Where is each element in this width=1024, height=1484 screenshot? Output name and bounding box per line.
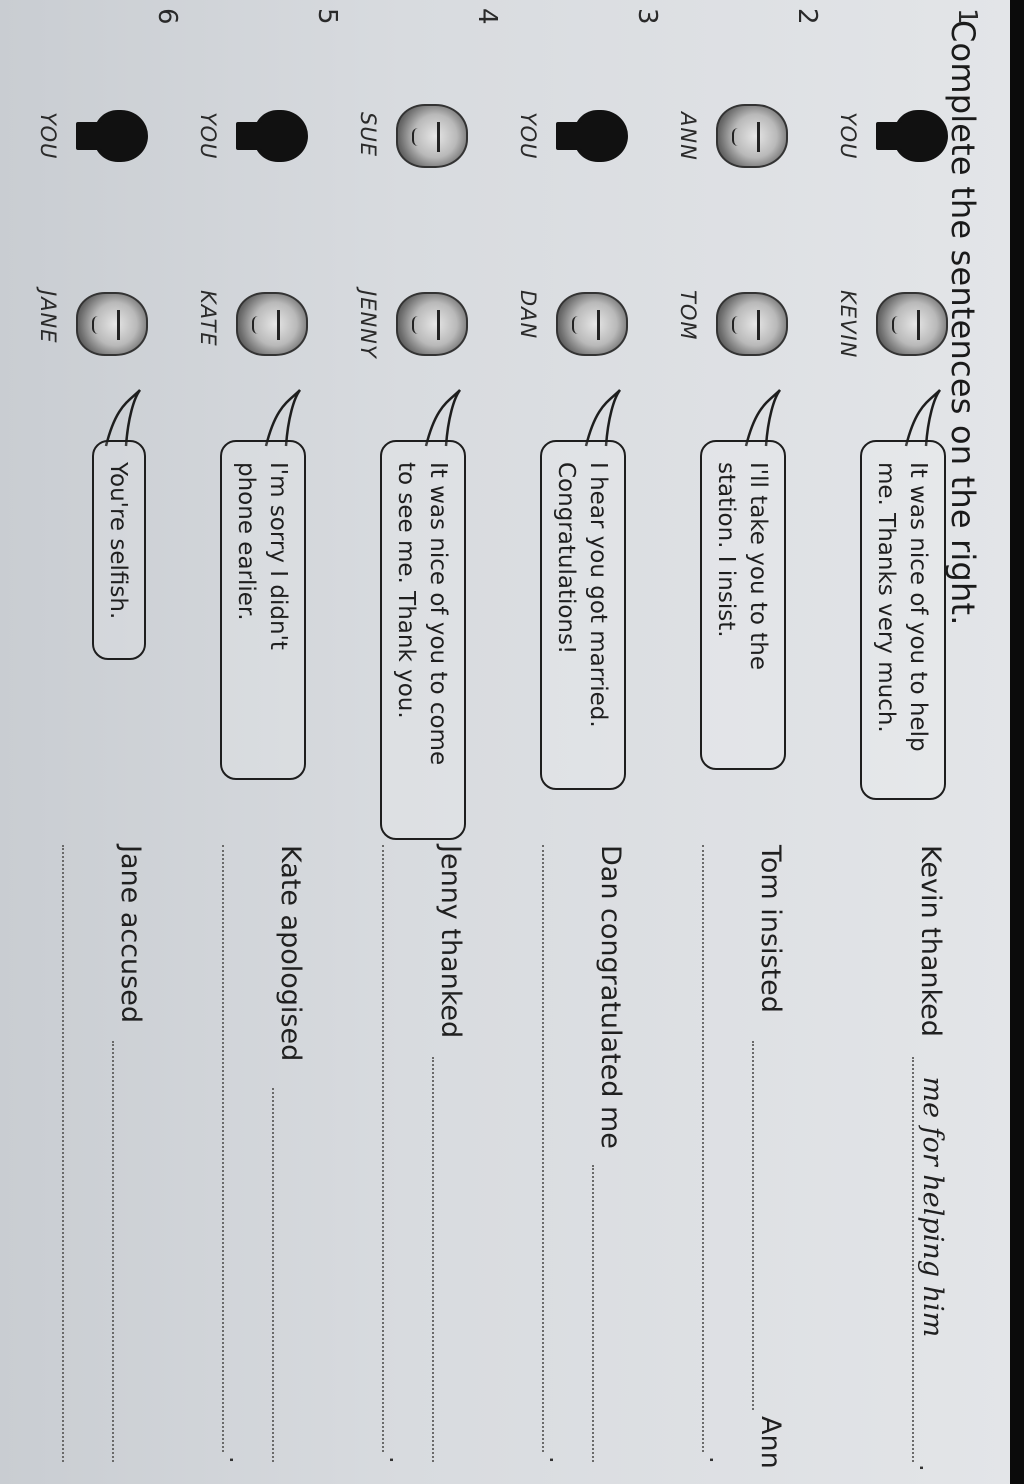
item-number: 6 — [152, 8, 182, 25]
line-period: . — [544, 1456, 572, 1464]
filled-answer: me for helping him — [917, 1076, 948, 1338]
left-speaker-name: YOU — [516, 112, 540, 160]
sentence-stem: Tom insisted — [755, 845, 786, 1013]
answer-line-blank — [752, 1041, 754, 1410]
sentence-stem: Dan congratulated me — [595, 845, 626, 1149]
speech-bubble-line: I'm sorry I didn't — [265, 462, 291, 650]
silhouette-icon — [556, 104, 628, 168]
speech-bubble-line: I'll take you to the — [745, 462, 771, 670]
speech-bubble-tail — [256, 388, 302, 448]
exercise-instruction: Complete the sentences on the right. — [944, 20, 982, 626]
speech-bubble-tail — [576, 388, 622, 448]
right-speaker-name: JANE — [36, 290, 60, 344]
speech-bubble: I hear you got married.Congratulations! — [540, 440, 626, 790]
speech-bubble-line: to see me. Thank you. — [393, 462, 419, 719]
answer-line-blank — [382, 845, 384, 1452]
item-number: 1 — [952, 8, 982, 25]
sentence-stem: Kevin thanked — [915, 845, 946, 1037]
answer-line-blank — [702, 845, 704, 1452]
speech-bubble-tail — [736, 388, 782, 448]
speech-bubble-line: Congratulations! — [553, 462, 579, 655]
sentence-object: Ann — [755, 1416, 786, 1469]
speech-bubble-tail — [96, 388, 142, 448]
sentence-stem: Jenny thanked — [435, 845, 466, 1039]
line-period: . — [914, 1464, 942, 1472]
answer-line-blank — [62, 845, 64, 1462]
silhouette-icon — [876, 104, 948, 168]
answer-line-blank — [272, 1087, 274, 1462]
speech-bubble-line: It was nice of you to come — [425, 462, 451, 766]
answer-line-blank — [222, 845, 224, 1452]
speech-bubble-tail — [896, 388, 942, 448]
left-speaker-name: ANN — [676, 112, 700, 161]
item-number: 4 — [472, 8, 502, 25]
speech-bubble-line: I hear you got married. — [585, 462, 611, 728]
speech-bubble-line: You're selfish. — [105, 462, 131, 620]
person-face-icon — [716, 104, 788, 168]
answer-line-blank — [112, 1041, 114, 1462]
person-face-icon — [396, 292, 468, 356]
answer-line-blank — [592, 1165, 594, 1462]
speech-bubble-tail — [416, 388, 462, 448]
item-number: 2 — [792, 8, 822, 25]
line-period: . — [704, 1456, 732, 1464]
right-speaker-name: KATE — [196, 290, 220, 347]
answer-line-blank — [912, 1056, 914, 1462]
person-face-icon — [876, 292, 948, 356]
speech-bubble: You're selfish. — [92, 440, 146, 660]
left-speaker-name: YOU — [36, 112, 60, 160]
person-face-icon — [556, 292, 628, 356]
right-speaker-name: JENNY — [356, 290, 380, 359]
right-speaker-name: DAN — [516, 290, 540, 340]
line-period: . — [224, 1456, 252, 1464]
person-face-icon — [76, 292, 148, 356]
left-speaker-name: SUE — [356, 112, 380, 157]
sentence-stem: Jane accused — [115, 845, 146, 1023]
silhouette-icon — [236, 104, 308, 168]
left-speaker-name: YOU — [836, 112, 860, 160]
silhouette-icon — [76, 104, 148, 168]
answer-line-blank — [432, 1056, 434, 1462]
person-face-icon — [236, 292, 308, 356]
left-speaker-name: YOU — [196, 112, 220, 160]
speech-bubble-line: station. I insist. — [713, 462, 739, 638]
item-number: 3 — [632, 8, 662, 25]
speech-bubble-line: me. Thanks very much. — [873, 462, 899, 733]
right-speaker-name: TOM — [676, 290, 700, 341]
right-speaker-name: KEVIN — [836, 290, 860, 359]
person-face-icon — [396, 104, 468, 168]
speech-bubble-line: It was nice of you to help — [905, 462, 931, 752]
answer-line-blank — [542, 845, 544, 1452]
person-face-icon — [716, 292, 788, 356]
item-number: 5 — [312, 8, 342, 25]
speech-bubble-line: phone earlier. — [233, 462, 259, 621]
line-period: . — [384, 1456, 412, 1464]
sentence-stem: Kate apologised — [275, 845, 306, 1062]
